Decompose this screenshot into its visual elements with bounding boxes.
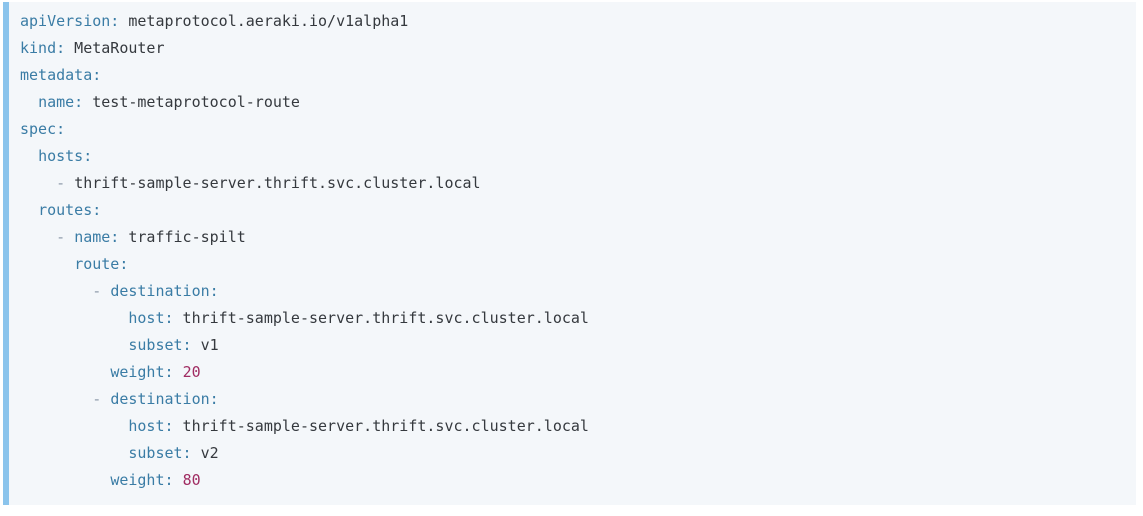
code-token-plain	[20, 255, 74, 273]
code-token-plain	[20, 201, 38, 219]
code-token-plain	[20, 471, 110, 489]
code-token-dash: -	[92, 282, 111, 300]
code-line: host: thrift-sample-server.thrift.svc.cl…	[20, 305, 1122, 332]
code-token-plain: MetaRouter	[65, 39, 165, 57]
code-line: - name: traffic-spilt	[20, 224, 1122, 251]
code-line: hosts:	[20, 143, 1122, 170]
yaml-code-block: apiVersion: metaprotocol.aeraki.io/v1alp…	[3, 2, 1136, 505]
code-token-plain	[20, 147, 38, 165]
code-token-key: host:	[128, 417, 174, 435]
code-token-plain	[20, 93, 38, 111]
code-line: weight: 80	[20, 467, 1122, 494]
code-token-plain	[20, 282, 92, 300]
code-token-plain: v2	[191, 444, 219, 462]
code-line: routes:	[20, 197, 1122, 224]
code-token-key: host:	[128, 309, 174, 327]
code-line: name: test-metaprotocol-route	[20, 89, 1122, 116]
code-token-plain	[20, 174, 56, 192]
code-token-dash: -	[56, 174, 75, 192]
code-token-plain	[174, 363, 183, 381]
code-token-number: 20	[182, 363, 201, 381]
code-line: spec:	[20, 116, 1122, 143]
code-line: subset: v2	[20, 440, 1122, 467]
code-token-key: weight:	[110, 471, 174, 489]
code-token-key: hosts:	[38, 147, 93, 165]
code-token-dash: -	[56, 228, 75, 246]
code-line: route:	[20, 251, 1122, 278]
code-token-key: name:	[74, 228, 120, 246]
code-token-key: kind:	[20, 39, 66, 57]
code-token-dash: -	[92, 390, 111, 408]
code-line: apiVersion: metaprotocol.aeraki.io/v1alp…	[20, 8, 1122, 35]
code-line: metadata:	[20, 62, 1122, 89]
code-token-key: weight:	[110, 363, 174, 381]
code-token-plain: thrift-sample-server.thrift.svc.cluster.…	[173, 417, 589, 435]
code-token-key: metadata:	[20, 66, 102, 84]
code-token-key: spec:	[20, 120, 66, 138]
code-token-plain	[20, 363, 110, 381]
code-token-number: 80	[182, 471, 201, 489]
code-token-key: destination:	[110, 282, 219, 300]
code-line: - destination:	[20, 278, 1122, 305]
code-token-plain: test-metaprotocol-route	[83, 93, 300, 111]
code-token-plain	[20, 336, 128, 354]
code-token-key: subset:	[128, 444, 192, 462]
code-line: - destination:	[20, 386, 1122, 413]
code-token-plain	[174, 471, 183, 489]
code-token-plain: traffic-spilt	[119, 228, 246, 246]
code-line: - thrift-sample-server.thrift.svc.cluste…	[20, 170, 1122, 197]
code-token-key: apiVersion:	[20, 12, 120, 30]
code-line: subset: v1	[20, 332, 1122, 359]
code-token-plain: v1	[191, 336, 219, 354]
code-line: weight: 20	[20, 359, 1122, 386]
code-token-plain	[20, 417, 128, 435]
yaml-code: apiVersion: metaprotocol.aeraki.io/v1alp…	[9, 2, 1136, 502]
code-token-plain	[20, 228, 56, 246]
code-token-key: route:	[74, 255, 129, 273]
code-token-key: routes:	[38, 201, 102, 219]
code-line: kind: MetaRouter	[20, 35, 1122, 62]
code-token-plain: metaprotocol.aeraki.io/v1alpha1	[119, 12, 409, 30]
code-token-plain: thrift-sample-server.thrift.svc.cluster.…	[173, 309, 589, 327]
code-token-plain	[20, 444, 128, 462]
code-token-key: destination:	[110, 390, 219, 408]
code-line: host: thrift-sample-server.thrift.svc.cl…	[20, 413, 1122, 440]
code-token-key: subset:	[128, 336, 192, 354]
code-token-plain	[20, 309, 128, 327]
code-token-plain	[20, 390, 92, 408]
code-token-key: name:	[38, 93, 84, 111]
code-token-plain: thrift-sample-server.thrift.svc.cluster.…	[74, 174, 481, 192]
